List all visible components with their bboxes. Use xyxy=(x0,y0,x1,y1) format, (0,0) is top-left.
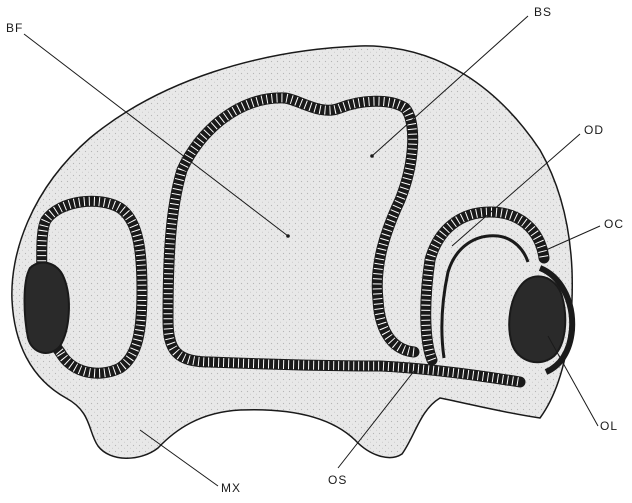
left-optic-lens xyxy=(25,263,69,353)
label-oc: OC xyxy=(604,218,624,230)
label-bf: BF xyxy=(6,22,23,34)
label-mx: MX xyxy=(221,482,241,494)
pointer-bs xyxy=(370,154,374,158)
right-optic-lens xyxy=(509,276,565,362)
leader-mx xyxy=(140,430,218,486)
label-bs: BS xyxy=(534,6,552,18)
label-ol: OL xyxy=(600,420,618,432)
label-os: OS xyxy=(328,474,347,486)
label-od: OD xyxy=(584,124,604,136)
head-outline xyxy=(12,46,572,458)
pointer-bf xyxy=(286,234,290,238)
